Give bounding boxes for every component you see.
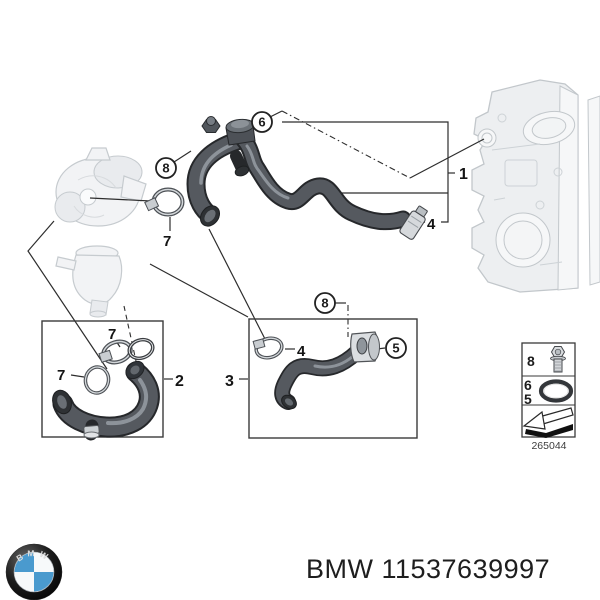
roundel-quadrant bbox=[34, 552, 54, 572]
label-part-1: 1 bbox=[459, 166, 468, 183]
callout-6-label: 6 bbox=[258, 115, 265, 130]
box-part-3 bbox=[248, 318, 418, 439]
legend-box: 8 6 5 265044 bbox=[521, 342, 576, 452]
hose-part-2 bbox=[52, 337, 160, 441]
label-part-7-box2-left: 7 bbox=[57, 367, 65, 384]
hose-clamp-4-main bbox=[399, 205, 428, 240]
label-part-7-box2-top: 7 bbox=[108, 326, 116, 343]
o-ring-icon bbox=[538, 379, 574, 403]
hose-fitting bbox=[225, 118, 256, 146]
parts-diagram: 6 8 8 5 1 4 7 2 3 7 7 4 8 6 5 bbox=[27, 79, 600, 452]
callout-8-box3: 8 bbox=[314, 292, 336, 314]
callout-8-top-label: 8 bbox=[162, 161, 169, 176]
label-part-3: 3 bbox=[225, 373, 234, 390]
thermostat-illustration bbox=[55, 245, 123, 318]
label-part-4-box3: 4 bbox=[297, 343, 306, 360]
hose-flange-5 bbox=[350, 331, 380, 363]
water-pump-illustration bbox=[54, 147, 147, 227]
label-part-7-pump: 7 bbox=[163, 233, 171, 250]
hose-part-3 bbox=[252, 331, 380, 410]
sensor-fitting bbox=[201, 116, 221, 133]
roundel-quadrant bbox=[14, 572, 34, 592]
bmw-roundel-logo: BMW bbox=[5, 543, 63, 600]
legend-bolt-label: 8 bbox=[527, 353, 535, 369]
leader-lines bbox=[27, 110, 485, 380]
hose-assembly-main bbox=[144, 116, 428, 240]
callout-6: 6 bbox=[251, 111, 273, 133]
label-part-2: 2 bbox=[175, 373, 184, 390]
roundel-quadrant bbox=[34, 572, 54, 592]
label-part-4-main: 4 bbox=[427, 216, 436, 233]
callout-5-label: 5 bbox=[392, 341, 399, 356]
hose-clamp-7-box2-left bbox=[83, 365, 111, 395]
roundel-quadrant bbox=[14, 552, 34, 572]
legend-seal-label-top: 6 bbox=[524, 377, 532, 393]
legend-seal-label-bottom: 5 bbox=[524, 391, 532, 407]
part-caption: BMW 11537639997 bbox=[306, 554, 551, 584]
callout-8-top: 8 bbox=[155, 157, 177, 179]
callout-5: 5 bbox=[385, 337, 407, 359]
legend-diagram-number: 265044 bbox=[531, 440, 566, 452]
bolt-icon bbox=[550, 346, 566, 373]
hose-clamp-7-box2-top bbox=[98, 337, 155, 365]
hose-clamp-7-pump bbox=[144, 187, 185, 217]
hose-clamp-4-box3 bbox=[252, 336, 284, 360]
engine-block-illustration bbox=[471, 79, 600, 293]
callout-8-box3-label: 8 bbox=[321, 296, 328, 311]
direction-arrow-icon bbox=[522, 407, 574, 438]
